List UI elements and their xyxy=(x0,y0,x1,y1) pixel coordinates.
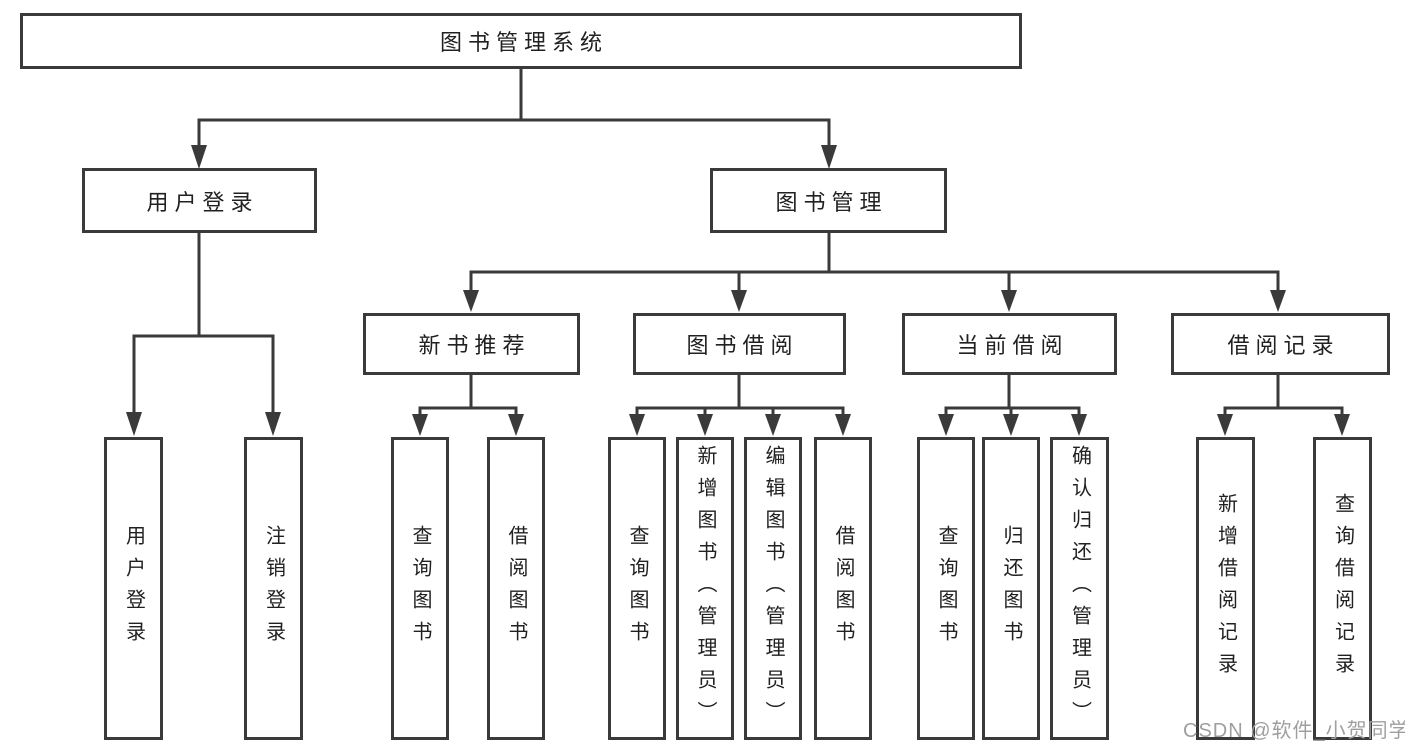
leaf-label: 查询图书 xyxy=(935,524,957,653)
connector-borrowing-records-subtree xyxy=(1223,375,1344,416)
leaf-borrow-books-recommend: 借阅图书 xyxy=(487,437,545,740)
leaf-user-login: 用户登录 xyxy=(104,437,163,740)
leaf-label: 查询图书 xyxy=(409,524,431,653)
connector-book-borrowing-subtree xyxy=(635,375,845,416)
leaf-label: 新增图书（管理员） xyxy=(694,444,716,733)
arrowheads-new-book-subtree xyxy=(412,414,524,436)
leaf-label: 编辑图书（管理员） xyxy=(762,444,784,733)
leaf-label: 用户登录 xyxy=(122,524,145,653)
node-current-borrowing: 当前借阅 xyxy=(902,313,1117,375)
leaf-query-books-current: 查询图书 xyxy=(917,437,975,740)
leaf-query-books-borrowing: 查询图书 xyxy=(608,437,666,740)
connector-book-management-subtree xyxy=(469,232,1280,292)
leaf-add-book-admin: 新增图书（管理员） xyxy=(676,437,734,740)
leaf-edit-book-admin: 编辑图书（管理员） xyxy=(744,437,802,740)
leaf-label: 确认归还（管理员） xyxy=(1068,444,1091,733)
node-book-borrowing: 图书借阅 xyxy=(633,313,846,375)
leaf-label: 借阅图书 xyxy=(832,524,854,653)
leaf-return-books: 归还图书 xyxy=(982,437,1040,740)
leaf-logout: 注销登录 xyxy=(244,437,303,740)
node-new-book-recommendation: 新书推荐 xyxy=(363,313,580,375)
leaf-borrow-books-borrowing: 借阅图书 xyxy=(814,437,872,740)
connector-root-to-level2 xyxy=(197,69,831,147)
arrowheads-book-borrowing-subtree xyxy=(629,414,851,436)
node-borrowing-records: 借阅记录 xyxy=(1171,313,1390,375)
leaf-label: 借阅图书 xyxy=(505,524,527,653)
leaf-add-borrow-record: 新增借阅记录 xyxy=(1196,437,1255,740)
leaf-label: 查询图书 xyxy=(626,524,648,653)
arrowheads-user-login-subtree xyxy=(126,412,281,436)
connector-current-borrowing-subtree xyxy=(944,375,1081,416)
arrowheads-book-management-subtree xyxy=(463,290,1286,312)
node-user-login: 用户登录 xyxy=(82,168,317,233)
arrowheads-borrowing-records-subtree xyxy=(1217,414,1350,436)
connector-new-book-subtree xyxy=(418,375,518,416)
arrowheads-current-borrowing-subtree xyxy=(938,414,1087,436)
arrowheads-root-to-level2 xyxy=(191,145,837,169)
leaf-confirm-return-admin: 确认归还（管理员） xyxy=(1050,437,1109,740)
csdn-watermark: CSDN @软件_小贺同学 xyxy=(1183,720,1405,742)
leaf-label: 新增借阅记录 xyxy=(1214,492,1237,685)
leaf-query-borrow-record: 查询借阅记录 xyxy=(1313,437,1372,740)
leaf-label: 归还图书 xyxy=(1000,524,1022,653)
node-book-management: 图书管理 xyxy=(710,168,947,233)
leaf-label: 注销登录 xyxy=(262,524,285,653)
node-root-system: 图书管理系统 xyxy=(20,13,1022,69)
leaf-query-books-recommend: 查询图书 xyxy=(391,437,449,740)
connector-user-login-subtree xyxy=(132,232,275,414)
leaf-label: 查询借阅记录 xyxy=(1331,492,1354,685)
